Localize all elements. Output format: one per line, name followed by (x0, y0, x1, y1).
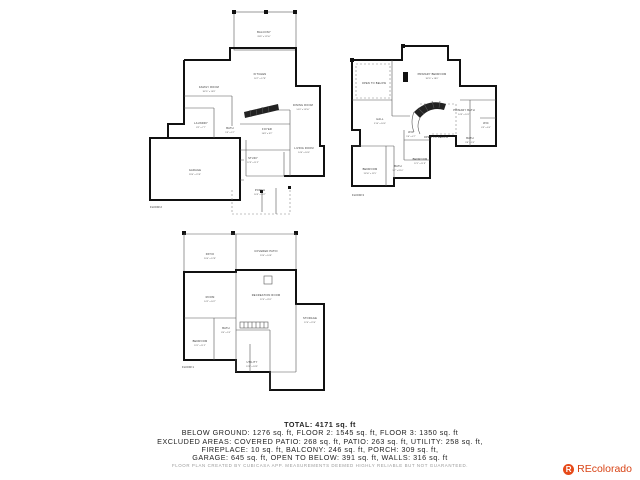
floor1-stair (239, 321, 269, 329)
room-wic2-dim: 6'3" x 6'4" (481, 127, 491, 129)
room-laundry-name: LAUNDRY (194, 121, 208, 125)
room-bath1-dim: 5'3" x 5'7" (225, 132, 235, 134)
room-bedroom2-name: BEDROOM (413, 157, 428, 161)
room-patio-name: PATIO (206, 252, 214, 256)
room-bath3-dim: 5'7" x 8'10" (393, 170, 404, 172)
room-covered-patio-dim: 23'4" x 10'8" (260, 255, 272, 257)
room-otb1-name: OPEN TO BELOW (362, 81, 387, 85)
brand-logo: R REcolorado (563, 463, 632, 475)
room-wic2-name: WIC (483, 121, 489, 125)
floor1-label: FLOOR 1 (182, 365, 194, 369)
room-storage-dim: 12'4" x 21'4" (304, 322, 316, 324)
room-primary-bed-name: PRIMARY BEDROOM (418, 72, 447, 76)
brand-r-icon: R (563, 463, 575, 475)
room-hall-name: HALL (376, 117, 384, 121)
room-room-dim: 14'2" x 16'7" (204, 301, 216, 303)
room-utility-name: UTILITY (246, 360, 257, 364)
room-balcony-name: BALCONY (257, 30, 271, 34)
room-wic1-name: WIC (408, 130, 414, 134)
room-balcony-dim: 28'8" x 12'10" (257, 36, 270, 38)
floor-plans: FLOOR 2 BALCONY 28'8" x 12'10" FAMILY RO… (149, 10, 497, 391)
room-bedroom1-name: BEDROOM (363, 167, 378, 171)
room-bedroom1-dim: 13'10" x 11'5" (363, 173, 376, 175)
room-family-name: FAMILY ROOM (199, 85, 219, 89)
room-kitchen-dim: 16'7" x 17'8" (254, 78, 266, 80)
room-garage-name: GARAGE (189, 168, 201, 172)
room-bath2-name: BATH (466, 136, 474, 140)
floor2-exterior-walls (149, 47, 325, 201)
room-primary-bath-name: PRIMARY BATH (453, 108, 475, 112)
room-study-dim: 12'3" x 11'2" (247, 162, 259, 164)
floor-plan-top-left: FLOOR 2 BALCONY 28'8" x 12'10" FAMILY RO… (149, 10, 325, 215)
room-covered-patio-name: COVERED PATIO (254, 249, 278, 253)
room-bath2-dim: 9'8" x 5'3" (465, 142, 475, 144)
room-family-dim: 18'11" x 15'8" (202, 91, 215, 93)
room-bath4-name: BATH (222, 326, 230, 330)
summary-line-2: EXCLUDED AREAS: COVERED PATIO: 268 sq. f… (157, 436, 483, 446)
total-area: TOTAL: 4171 sq. ft (284, 420, 356, 429)
room-laundry-dim: 8'2" x 7'7" (196, 127, 206, 129)
summary-line-4: GARAGE: 645 sq. ft, OPEN TO BELOW: 391 s… (192, 453, 448, 463)
summary-line-3: FIREPLACE: 10 sq. ft, BALCONY: 246 sq. f… (201, 444, 439, 454)
room-dining-dim: 14'4" x 13'10" (296, 109, 309, 111)
room-garage-dim: 29'4" x 21'8" (189, 174, 201, 176)
room-study-name: STUDY (248, 156, 258, 160)
room-room-name: ROOM (206, 295, 215, 299)
room-living-name: LIVING ROOM (294, 146, 314, 150)
room-foyer-dim: 10'8" x 9'2" (262, 133, 273, 135)
floor3-label: FLOOR 3 (352, 193, 364, 197)
room-bath1-name: BATH (226, 126, 234, 130)
room-hall-dim: 3'10" x 16'0" (374, 123, 386, 125)
floor3-stair (411, 100, 446, 135)
area-summary: TOTAL: 4171 sq. ft BELOW GROUND: 1276 sq… (0, 420, 640, 463)
floor2-label: FLOOR 2 (150, 205, 162, 209)
floor3-exterior-walls (351, 45, 497, 187)
room-rec-dim: 22'5" x 25'1" (260, 299, 272, 301)
room-bath4-dim: 8'4" x 5'3" (221, 332, 231, 334)
room-wic1-dim: 5'6" x 4'7" (406, 136, 416, 138)
room-bath3-name: BATH (394, 164, 402, 168)
room-storage-name: STORAGE (303, 316, 317, 320)
room-bedroom2-dim: 12'1" x 11'9" (414, 163, 426, 165)
room-porch-name: PORCH (255, 188, 265, 192)
room-otb2-name: OPEN TO BELOW (424, 135, 449, 139)
room-utility-dim: 13'9" x 18'9" (246, 366, 258, 368)
room-living-dim: 14'4" x 16'0" (298, 152, 310, 154)
room-patio-dim: 20'0" x 12'8" (204, 258, 216, 260)
disclaimer-text: FLOOR PLAN CREATED BY CUBICASA APP. MEAS… (171, 463, 469, 468)
room-foyer-name: FOYER (262, 127, 272, 131)
summary-line-1: BELOW GROUND: 1276 sq. ft, FLOOR 2: 1545… (181, 428, 459, 438)
brand-name: REcolorado (577, 463, 632, 475)
room-primary-bath-dim: 14'3" x 10'1" (458, 114, 470, 116)
room-primary-bed-dim: 18'11" x 18'0" (425, 78, 438, 80)
floor-plan-top-right: FLOOR 3 OPEN TO BELOW PRIMARY BEDROOM 18… (350, 44, 497, 197)
room-kitchen-name: KITCHEN (254, 72, 267, 76)
room-bedroom3-name: BEDROOM (193, 339, 208, 343)
room-rec-name: RECREATION ROOM (252, 293, 281, 297)
room-dining-name: DINING ROOM (293, 103, 313, 107)
room-bedroom3-dim: 13'1" x 11'2" (194, 345, 206, 347)
floor-plan-bottom: FLOOR 1 COVERED PATIO 23'4" x 10'8" PATI… (182, 231, 325, 391)
room-porch-dim: 16'3" x 10'7" (254, 194, 266, 196)
floor2-stair (244, 104, 279, 118)
fireplace (263, 275, 273, 285)
